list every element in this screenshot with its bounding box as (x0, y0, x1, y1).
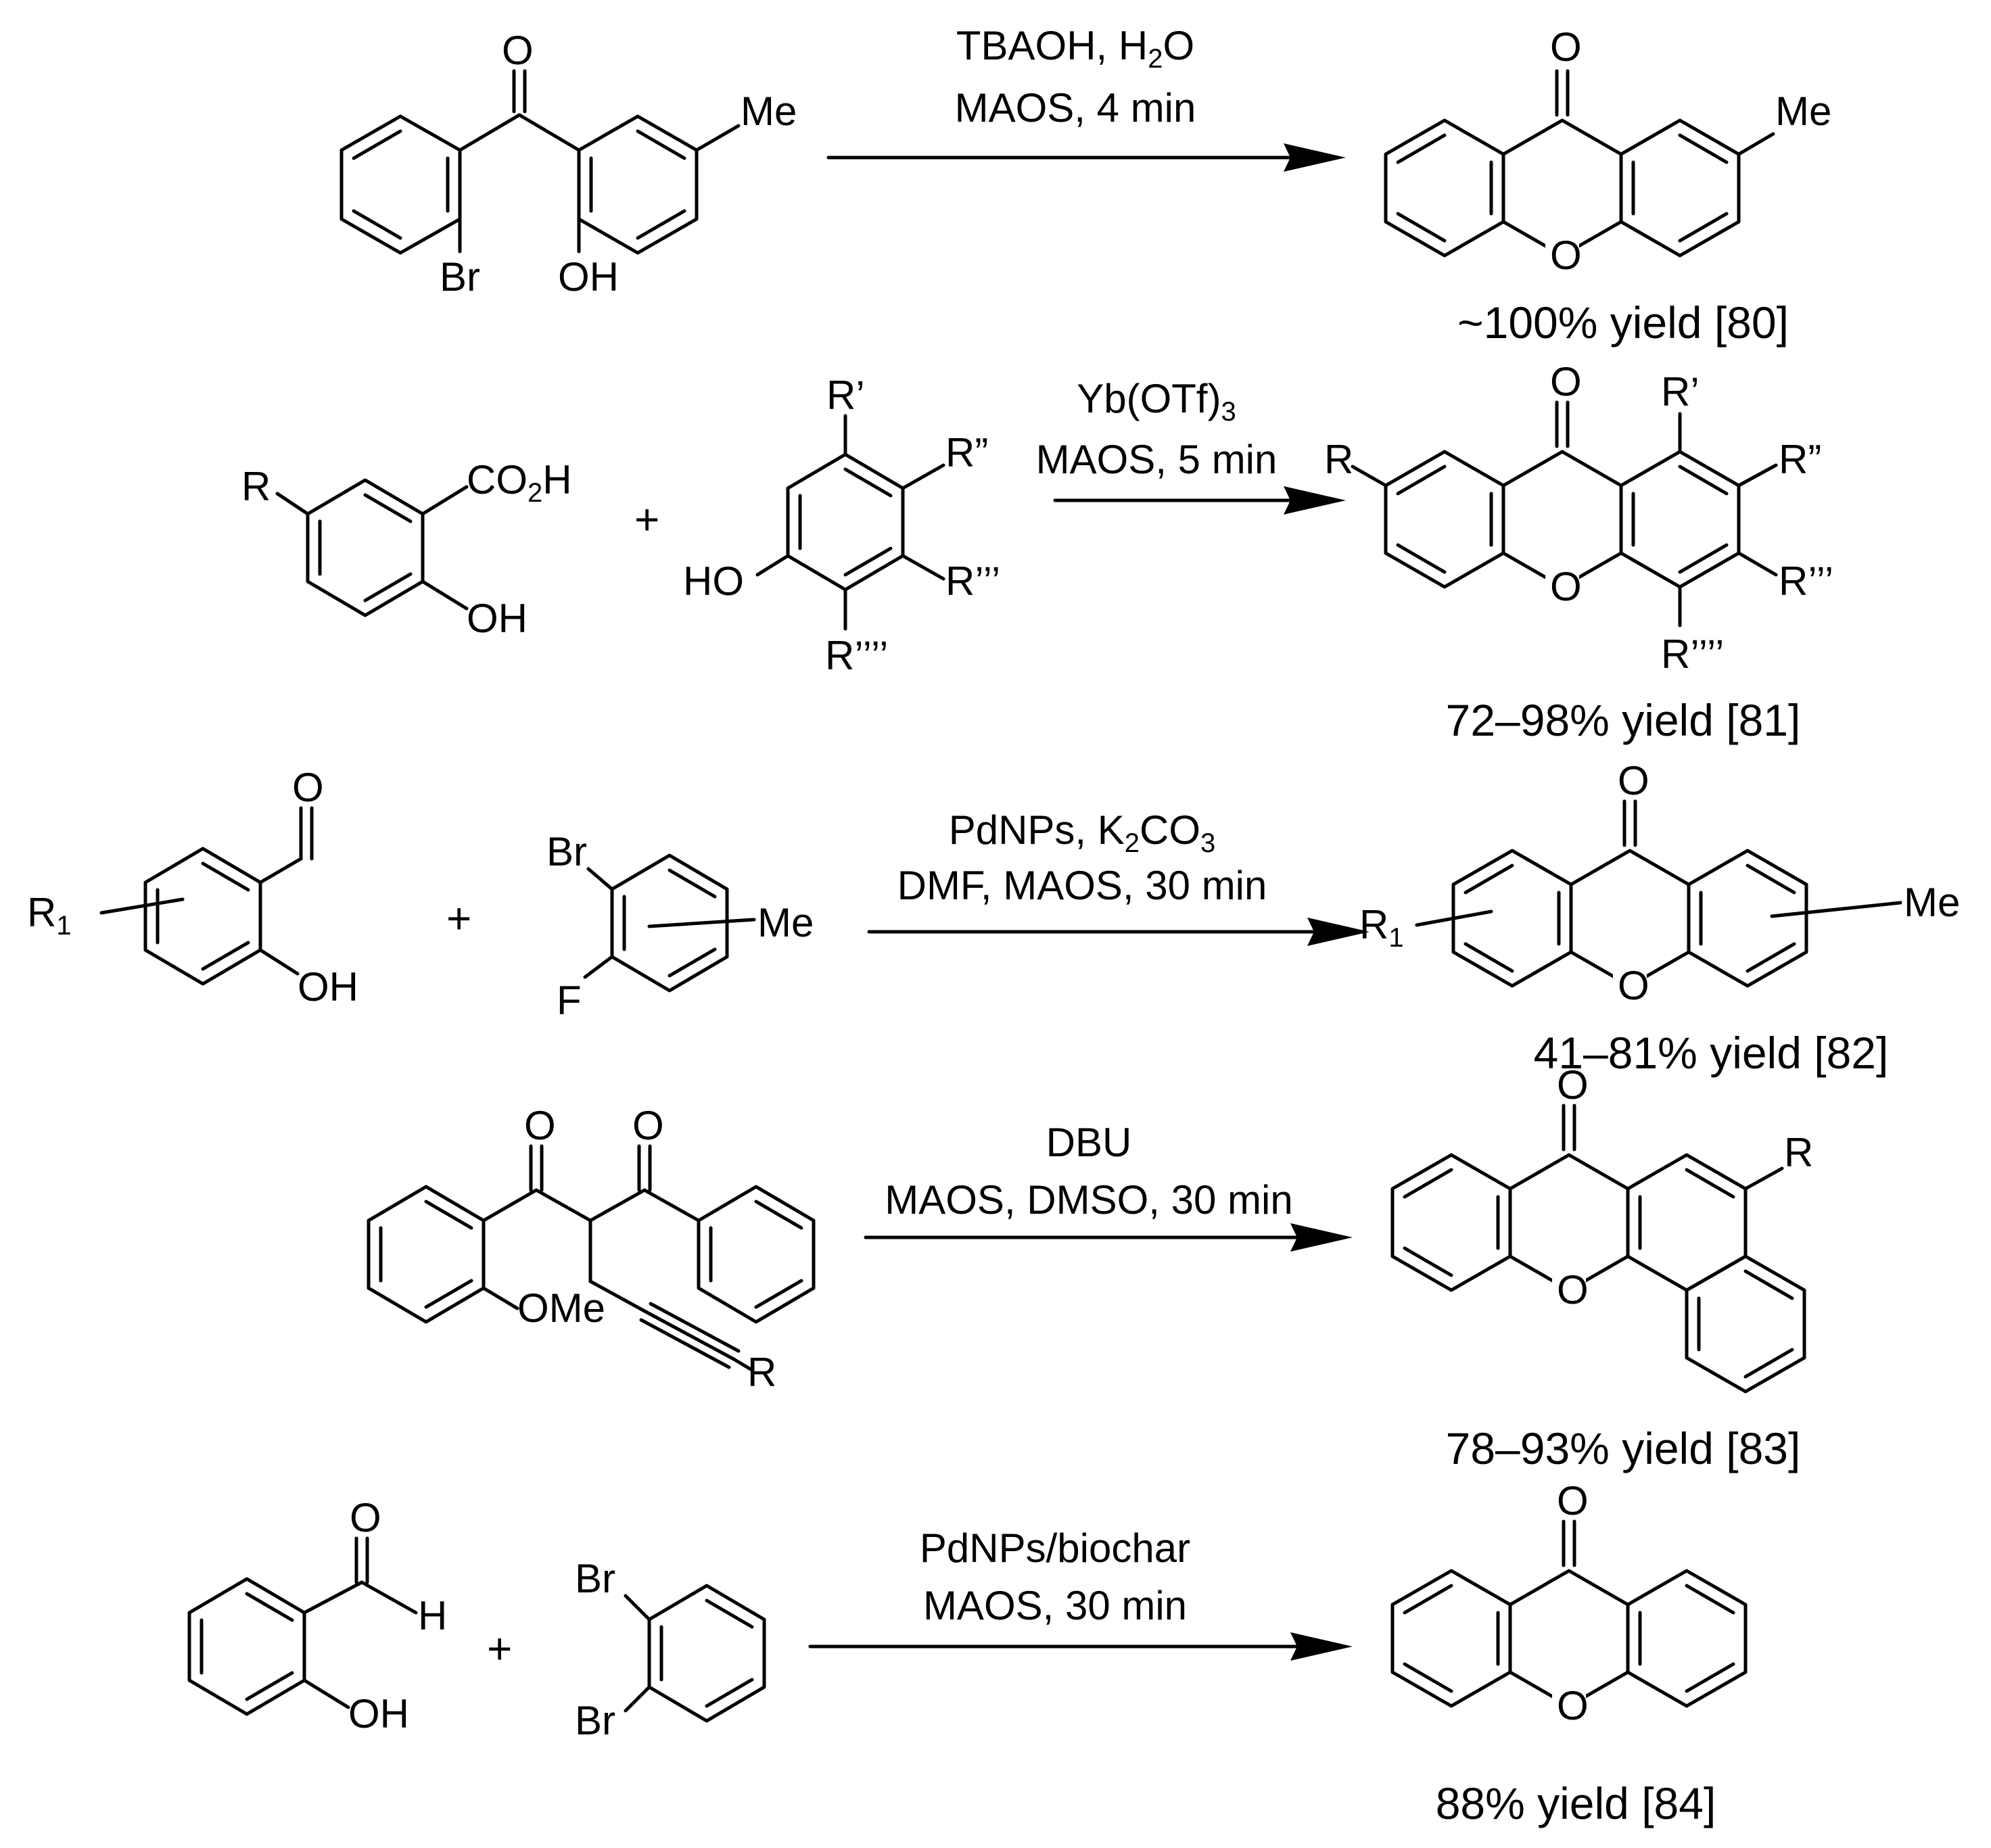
reaction-5-product: O O (1390, 1478, 1748, 1728)
r2-prod-rprime-label: R’ (1661, 369, 1700, 414)
r5-br2-label: Br (575, 1698, 615, 1743)
r2-prod-r-label: R (1324, 437, 1353, 482)
r2-arrowhead (1284, 486, 1346, 515)
r5-prod-ring-o: O (1557, 1683, 1589, 1728)
r2-prod-rqprime-label: R’’’’ (1661, 632, 1724, 677)
r1-yield: ~100% yield [80] (1457, 298, 1789, 348)
r3-prod-ring-o: O (1618, 963, 1649, 1008)
r1-condition-line-2: MAOS, 4 min (955, 85, 1196, 131)
r1-prod-me-label: Me (1775, 89, 1831, 134)
r5-condition-line-1: PdNPs/biochar (920, 1525, 1190, 1571)
r4-r-label: R (747, 1350, 776, 1395)
r3-br-label: Br (546, 829, 587, 874)
r4-arrowhead (1290, 1223, 1353, 1252)
r5-ald-o-label: O (350, 1495, 381, 1540)
r4-o1-label: O (524, 1103, 556, 1148)
r1-oh-label: OH (558, 254, 619, 300)
reaction-5: O H OH + Br Br PdNPs/biochar MAOS, 30 mi… (187, 1478, 1748, 1828)
r3-prod-me-label: Me (1904, 880, 1960, 925)
r4-o2-label: O (632, 1103, 664, 1148)
reaction-1-product: O O Me (1384, 24, 1831, 278)
reaction-1-reactant: O Me Br OH (339, 28, 797, 300)
reaction-2-reactant-b: R’ R” R’’’ R’’’’ HO (683, 373, 1000, 678)
r1-prod-carbonyl-o: O (1550, 24, 1582, 70)
r3-prod-r1-label: R1 (1359, 902, 1404, 953)
r2-co2h-label: CO2H (467, 457, 572, 508)
r2-yield: 72–98% yield [81] (1446, 695, 1801, 745)
r4-condition-line-2: MAOS, DMSO, 30 min (885, 1177, 1292, 1223)
r3-ald-o-label: O (292, 765, 324, 810)
reaction-1: O Me Br OH TBAOH, H2O MAOS, 4 min O (339, 23, 1831, 348)
r2-condition-line-2: MAOS, 5 min (1036, 437, 1278, 482)
reaction-2-reactant-a: R CO2H OH (241, 457, 572, 641)
reaction-3: O R1 OH + Br F Me PdNPs, K2CO3 DMF, MAOS… (27, 758, 1960, 1078)
r4-ome-label: OMe (517, 1285, 605, 1331)
r1-prod-ring-o: O (1550, 233, 1582, 278)
r2-condition-line-1: Yb(OTf)3 (1077, 376, 1236, 427)
r2-prod-rdprime-label: R” (1779, 437, 1821, 482)
r2-r-label: R (241, 464, 271, 509)
reaction-3-reactant-a: O R1 OH (27, 765, 358, 1010)
r3-condition-line-2: DMF, MAOS, 30 min (897, 863, 1267, 908)
r3-arrowhead (1307, 918, 1369, 946)
r2-prod-carbonyl-o: O (1550, 359, 1582, 404)
r3-r1-label: R1 (27, 890, 72, 941)
r2-rprime-label: R’ (826, 373, 865, 418)
r5-br1-label: Br (575, 1556, 615, 1601)
r3-yield: 41–81% yield [82] (1534, 1028, 1889, 1078)
r3-me-label: Me (757, 900, 814, 945)
r4-yield: 78–93% yield [83] (1446, 1423, 1801, 1473)
reaction-4-reactant: O O OMe R (367, 1103, 816, 1395)
r2-ho-label: HO (683, 559, 744, 604)
r2-oh-label: OH (467, 596, 528, 641)
r4-prod-r-label: R (1784, 1130, 1813, 1175)
r5-arrowhead (1290, 1632, 1353, 1661)
reaction-5-reactant-a: O H OH (187, 1495, 447, 1736)
r1-arrowhead (1284, 143, 1346, 172)
r5-plus: + (487, 1624, 512, 1673)
reaction-2: R CO2H OH + R’ R” R’’’ R’’’’ HO Yb(OTf) (241, 359, 1833, 745)
r4-condition-line-1: DBU (1046, 1120, 1132, 1165)
r1-br-label: Br (440, 254, 480, 300)
r3-oh-label: OH (298, 964, 358, 1010)
r3-plus: + (446, 894, 471, 943)
r5-yield: 88% yield [84] (1436, 1778, 1716, 1828)
r5-h-label: H (418, 1593, 447, 1638)
r2-rdprime-label: R” (945, 430, 988, 475)
r2-rqprime-label: R’’’’ (825, 633, 888, 678)
r1-condition-line-1: TBAOH, H2O (956, 23, 1194, 74)
r3-f-label: F (557, 978, 582, 1023)
r1-carbonyl-o: O (502, 28, 534, 73)
r2-plus: + (634, 495, 659, 544)
reaction-5-reactant-b: Br Br (575, 1556, 766, 1743)
r4-prod-ring-o: O (1557, 1267, 1589, 1312)
r2-prod-ring-o: O (1550, 564, 1582, 609)
reaction-2-product: O O R R’ R” R’’’ R’’’’ (1324, 359, 1833, 677)
r3-condition-line-1: PdNPs, K2CO3 (949, 807, 1216, 858)
r3-prod-carbonyl-o: O (1618, 758, 1649, 803)
r5-condition-line-2: MAOS, 30 min (923, 1583, 1187, 1628)
reaction-3-product: O O R1 Me (1359, 758, 1960, 1008)
r5-prod-carbonyl-o: O (1557, 1478, 1589, 1523)
r4-prod-carbonyl-o: O (1557, 1062, 1589, 1108)
r2-rtprime-label: R’’’ (945, 559, 1000, 604)
reaction-4: O O OMe R DBU MAOS, DMSO, 30 min (367, 1062, 1813, 1473)
reaction-4-product: O O R (1390, 1062, 1813, 1394)
reaction-3-reactant-b: Br F Me (546, 829, 814, 1023)
r1-me-label: Me (741, 89, 797, 134)
r2-prod-rtprime-label: R’’’ (1779, 559, 1833, 604)
r5-oh-label: OH (348, 1691, 409, 1736)
